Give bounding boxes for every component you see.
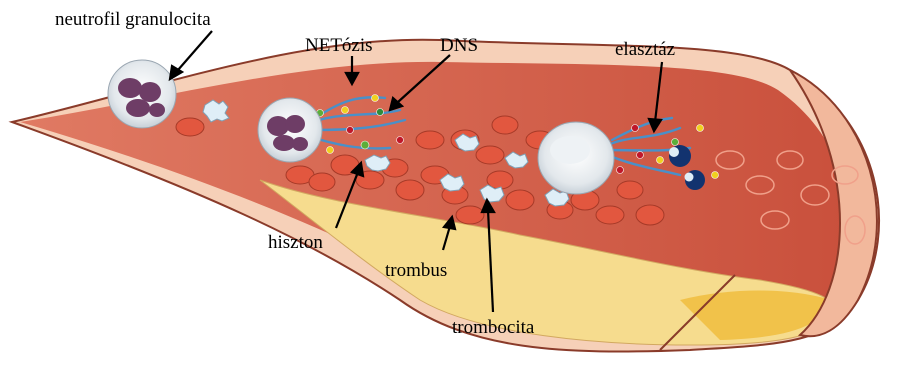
label-platelet: trombocita xyxy=(452,318,534,337)
label-dna: DNS xyxy=(440,36,478,55)
label-netosis: NETózis xyxy=(305,36,373,55)
label-histone: hiszton xyxy=(268,233,323,252)
neutrophil-cell xyxy=(108,60,176,128)
ruptured-neutrophil xyxy=(538,122,614,194)
netosing-neutrophil xyxy=(258,98,322,162)
label-neutrophil-granulocyte: neutrofil granulocita xyxy=(55,10,211,29)
label-thrombus: trombus xyxy=(385,261,447,280)
label-elastase: elasztáz xyxy=(615,40,675,59)
